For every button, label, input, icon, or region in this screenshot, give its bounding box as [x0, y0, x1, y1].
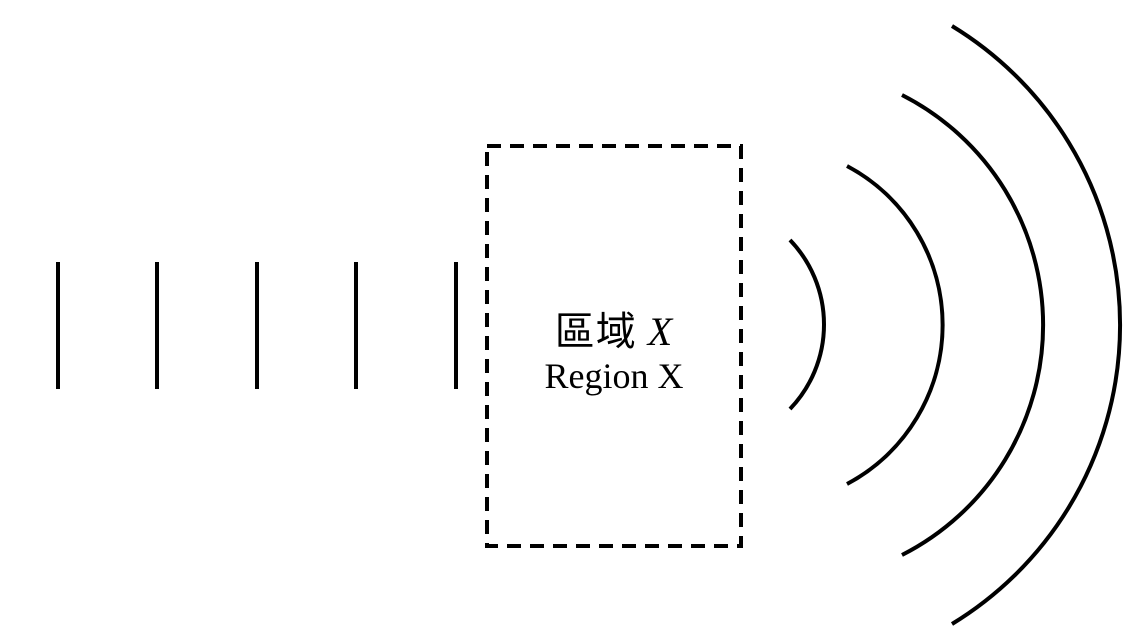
- circular-wavefront: [901, 93, 1046, 557]
- region-label-chinese-text: 區域: [554, 309, 637, 354]
- circular-wavefronts: [788, 24, 1123, 626]
- circular-wavefront: [788, 238, 826, 411]
- circular-wavefront: [950, 24, 1123, 626]
- region-x-box: [485, 144, 743, 548]
- plane-wavefronts: [56, 262, 458, 389]
- region-label: 區域 X Region X: [487, 308, 741, 396]
- circular-wavefront: [846, 164, 945, 486]
- region-label-variable: X: [647, 309, 674, 354]
- region-label-chinese: 區域 X: [487, 308, 741, 356]
- region-label-english: Region X: [544, 356, 684, 396]
